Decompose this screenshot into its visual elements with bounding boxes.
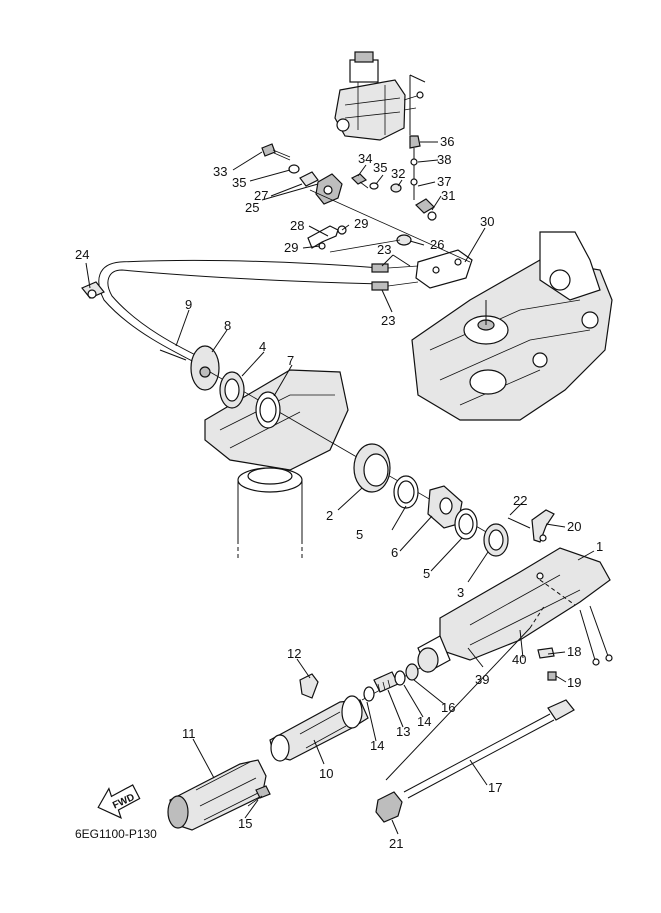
part-label-3: 3 — [457, 585, 464, 600]
throttle-grip-parts — [167, 663, 421, 831]
part-label-1: 1 — [596, 539, 603, 554]
part-label-32: 32 — [391, 166, 405, 181]
part-label-15: 15 — [238, 816, 252, 831]
part-label-17: 17 — [488, 780, 502, 795]
throttle-cables — [81, 259, 419, 371]
carburetor-illustration — [334, 51, 426, 141]
part-label-4: 4 — [259, 339, 266, 354]
part-label-22: 22 — [513, 493, 527, 508]
part-label-35a: 35 — [232, 175, 246, 190]
leader-lines — [85, 141, 595, 835]
steering-handle-illustration — [417, 509, 613, 681]
part-label-30: 30 — [480, 214, 494, 229]
part-label-26: 26 — [430, 237, 444, 252]
part-label-24: 24 — [75, 247, 89, 262]
powerhead-illustration — [411, 231, 613, 421]
part-number-labels: 1 2 3 4 5 5 6 7 8 9 10 11 12 13 14 14 15… — [75, 134, 603, 851]
part-label-20: 20 — [567, 519, 581, 534]
part-label-37: 37 — [437, 174, 451, 189]
part-label-9: 9 — [185, 297, 192, 312]
steering-bushings-and-washers — [209, 371, 509, 557]
part-label-16: 16 — [441, 700, 455, 715]
part-label-23b: 23 — [381, 313, 395, 328]
part-label-25: 25 — [245, 200, 259, 215]
part-label-8: 8 — [224, 318, 231, 333]
part-label-5b: 5 — [423, 566, 430, 581]
part-label-14a: 14 — [370, 738, 384, 753]
part-label-34: 34 — [358, 151, 372, 166]
part-label-13: 13 — [396, 724, 410, 739]
part-label-31: 31 — [441, 188, 455, 203]
part-label-12: 12 — [287, 646, 301, 661]
shift-rod-illustration — [375, 604, 575, 823]
part-label-21: 21 — [389, 836, 403, 851]
part-label-40: 40 — [512, 652, 526, 667]
part-label-5a: 5 — [356, 527, 363, 542]
part-label-14b: 14 — [417, 714, 431, 729]
part-label-6: 6 — [391, 545, 398, 560]
part-label-7: 7 — [287, 353, 294, 368]
part-label-23a: 23 — [377, 242, 391, 257]
part-label-19: 19 — [567, 675, 581, 690]
diagram-code: 6EG1100-P130 — [75, 827, 157, 841]
part-label-39: 39 — [475, 672, 489, 687]
part-label-2: 2 — [326, 508, 333, 523]
part-label-36: 36 — [440, 134, 454, 149]
part-label-18: 18 — [567, 644, 581, 659]
part-label-28: 28 — [290, 218, 304, 233]
friction-plate-assembly — [159, 345, 220, 391]
part-label-33: 33 — [213, 164, 227, 179]
part-label-38: 38 — [437, 152, 451, 167]
part-label-27: 27 — [254, 188, 268, 203]
part-label-10: 10 — [319, 766, 333, 781]
part-label-11: 11 — [182, 726, 196, 741]
part-label-35b: 35 — [373, 160, 387, 175]
fwd-arrow: FWD — [97, 784, 141, 819]
part-label-29b: 29 — [284, 240, 298, 255]
part-label-29a: 29 — [354, 216, 368, 231]
